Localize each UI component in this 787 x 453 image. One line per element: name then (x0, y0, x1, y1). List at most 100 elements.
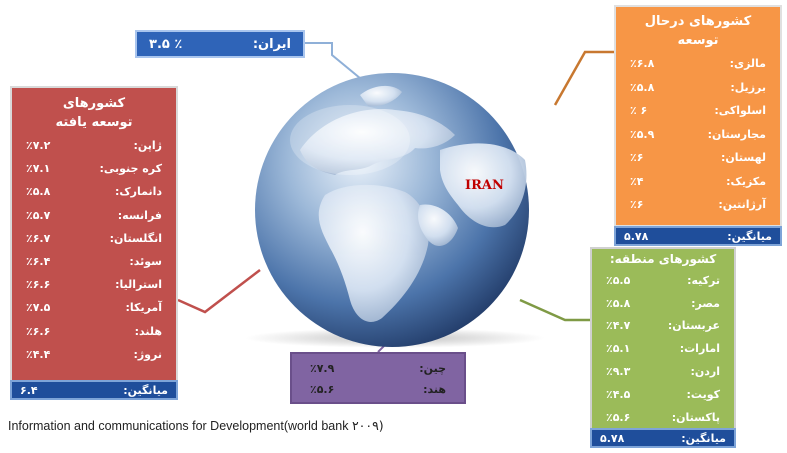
developed-row: ژاپن: ٪٧.٢ (12, 134, 176, 157)
country-name: هند: (423, 383, 446, 396)
regional-row: مصر: ٪۵.٨ (592, 292, 734, 315)
developing-row: مکزیک: ٪۴ (616, 170, 780, 194)
country-value: ٪۵.٨ (606, 296, 631, 310)
asia-row: چین: ٪٧.٩ (310, 358, 446, 379)
developing-row: لهستان:٪۶ (616, 146, 780, 170)
country-name: آرژانتین: (718, 198, 766, 212)
country-name: ژاپن: (133, 139, 162, 153)
country-name: لهستان: (721, 151, 766, 165)
developed-row: هلند: ٪۶.۶ (12, 320, 176, 343)
globe-highlight (290, 105, 410, 175)
developing-title-line1: کشورهای درحال (644, 14, 752, 29)
country-value: ٪۶.۶ (26, 324, 51, 338)
country-value: ٪٧.۵ (26, 301, 51, 315)
average-label: میانگین: (123, 383, 168, 397)
iran-value: ٣.۵ ٪ (149, 36, 183, 52)
average-value: ۵.٧٨ (624, 229, 649, 243)
country-name: دانمارک: (114, 185, 162, 199)
developing-average-bar: میانگین: ۵.٧٨ (614, 226, 782, 246)
developed-row: نروژ: ٪۴.۴ (12, 343, 176, 366)
average-label: میانگین: (681, 431, 726, 445)
developed-connector-line (177, 269, 261, 314)
country-name: کره جنوبی: (99, 162, 162, 176)
developing-connector-line (553, 50, 614, 106)
developed-row: دانمارک: ٪۵.٨ (12, 180, 176, 203)
country-value: ٪۵.۵ (606, 273, 631, 287)
country-value: ٪٧.٩ (310, 362, 335, 375)
regional-title: کشورهای منطقه: (609, 252, 717, 266)
regional-row: امارات: ٪۵.١ (592, 337, 734, 360)
regional-connector-line (519, 298, 590, 322)
country-name: عربستان: (667, 319, 720, 333)
country-name: پاکستان: (671, 410, 720, 424)
country-name: مالزی: (729, 57, 766, 71)
country-name: هلند: (134, 324, 162, 338)
country-name: ترکیه: (687, 273, 720, 287)
country-value: ٪۶ (630, 198, 644, 212)
country-name: مصر: (691, 296, 720, 310)
country-name: سوئد: (129, 255, 162, 269)
developed-title-line1: کشورهای (62, 96, 126, 111)
country-value: ٪۴.۵ (606, 387, 631, 401)
country-value: ٪۵.٨ (26, 185, 51, 199)
country-name: اسلواکی: (714, 104, 766, 118)
source-caption: Information and communications for Devel… (8, 418, 384, 433)
developing-row: برزیل:٪۵.٨ (616, 76, 780, 100)
source-text: Information and communications for Devel… (8, 419, 349, 433)
asia-row: هند:٪۵.۶ (310, 379, 446, 400)
developed-row: انگلستان: ٪۶.٧ (12, 227, 176, 250)
country-name: برزیل: (730, 80, 766, 94)
country-name: کویت: (686, 387, 720, 401)
iran-connector-line (305, 42, 373, 89)
country-value: ٪٧.١ (26, 162, 51, 176)
average-value: ۵.٧٨ (600, 431, 625, 445)
country-value: ٪۶.٨ (630, 57, 655, 71)
country-name: مجارستان: (707, 127, 766, 141)
country-value: ٪۴.٧ (606, 319, 631, 333)
developed-average-bar: میانگین: ۶.۴ (10, 380, 178, 400)
country-name: مکزیک: (726, 174, 766, 188)
developed-row: آمریکا: ٪٧.۵ (12, 296, 176, 319)
country-value: ٪۵.۶ (606, 410, 631, 424)
regional-row: اردن: ٪٩.٣ (592, 360, 734, 383)
country-value: ٪۶.٧ (26, 231, 51, 245)
developing-row: مالزی: ٪۶.٨ (616, 52, 780, 76)
country-value: ٪۴.۴ (26, 347, 51, 361)
developed-title-line2: توسعه یافته (55, 115, 133, 130)
country-name: آمریکا: (125, 301, 162, 315)
developing-row: مجارستان: ٪۵.٩ (616, 123, 780, 147)
developed-row: کره جنوبی: ٪٧.١ (12, 157, 176, 180)
country-name: چین: (419, 362, 446, 375)
source-year: ٢٠٠٩) (351, 418, 384, 433)
country-value: ٪۴ (630, 174, 644, 188)
country-name: فرانسه: (117, 208, 162, 222)
country-value: ٪ ۶ (630, 104, 648, 118)
globe-iran-label: IRAN (465, 178, 504, 193)
developed-row: فرانسه: ٪۵.٧ (12, 204, 176, 227)
country-value: ٪۶.۴ (26, 255, 51, 269)
country-name: اردن: (690, 365, 720, 379)
iran-value-box: ایران: ٣.۵ ٪ (135, 30, 305, 58)
regional-row: عربستان: ٪۴.٧ (592, 315, 734, 338)
country-value: ٪۵.٩ (630, 127, 655, 141)
regional-row: کویت: ٪۴.۵ (592, 383, 734, 406)
country-value: ٪۵.١ (606, 342, 631, 356)
country-value: ٪٧.٢ (26, 139, 51, 153)
developing-row: اسلواکی: ٪ ۶ (616, 99, 780, 123)
country-value: ٪۵.٧ (26, 208, 51, 222)
average-value: ۶.۴ (20, 383, 38, 397)
developing-countries-panel: کشورهای درحال توسعه مالزی:٪۶.٨ برزیل:٪۵.… (614, 5, 782, 227)
country-name: استرالیا: (115, 278, 162, 292)
regional-average-bar: میانگین: ۵.٧٨ (590, 428, 736, 448)
developed-row: استرالیا: ٪۶.۶ (12, 273, 176, 296)
country-value: ٪٩.٣ (606, 365, 631, 379)
country-name: نروژ: (133, 347, 162, 361)
country-value: ٪۶.۶ (26, 278, 51, 292)
average-label: میانگین: (727, 229, 772, 243)
regional-countries-panel: کشورهای منطقه: ترکیه: ٪۵.۵ مصر: ٪۵.٨ عربست… (590, 247, 736, 430)
continents (300, 85, 527, 322)
country-name: امارات: (679, 342, 720, 356)
china-india-panel: چین: ٪٧.٩ هند:٪۵.۶ (290, 352, 466, 404)
country-name: انگلستان: (109, 231, 162, 245)
